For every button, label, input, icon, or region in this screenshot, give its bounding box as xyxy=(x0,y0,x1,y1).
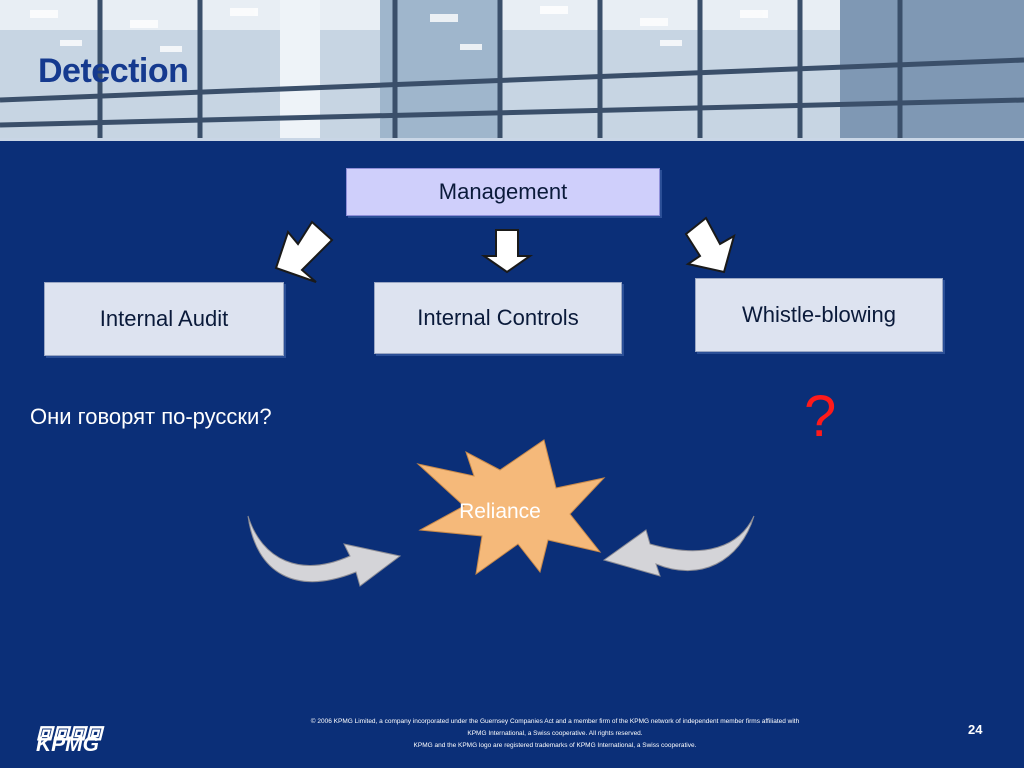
slide-title: Detection xyxy=(38,52,189,90)
left-curved-arrow-icon xyxy=(247,515,402,587)
reliance-label: Reliance xyxy=(459,500,541,523)
internal-audit-label: Internal Audit xyxy=(99,306,229,331)
internal-audit-box: Internal Audit xyxy=(44,282,284,356)
page-number: 24 xyxy=(968,722,983,737)
reliance-starburst-icon xyxy=(416,439,606,576)
kpmg-logo-boxes-icon: ⧈⧈⧈⧈ xyxy=(36,716,103,746)
whistle-blowing-label: Whistle-blowing xyxy=(741,302,897,327)
arrow-to-whistle-blowing xyxy=(684,216,736,274)
copyright-footer: © 2006 KPMG Limited, a company incorpora… xyxy=(290,716,820,752)
building-photo xyxy=(0,0,1024,140)
header-photo-banner xyxy=(0,0,1024,140)
footer-line-1: © 2006 KPMG Limited, a company incorpora… xyxy=(310,718,800,725)
russian-question-text: Они говорят по-русски? xyxy=(30,404,272,429)
right-curved-arrow-icon xyxy=(602,515,755,577)
internal-controls-box: Internal Controls xyxy=(374,282,622,354)
footer-line-3: KPMG and the KPMG logo are registered tr… xyxy=(413,742,697,749)
management-label: Management xyxy=(438,179,568,204)
internal-controls-label: Internal Controls xyxy=(417,305,579,330)
question-mark: ? xyxy=(804,384,837,449)
header-divider xyxy=(0,138,1024,141)
management-box: Management xyxy=(346,168,660,216)
arrow-to-internal-controls xyxy=(480,229,534,274)
arrow-to-internal-audit xyxy=(274,220,334,283)
whistle-blowing-box: Whistle-blowing xyxy=(695,278,943,352)
kpmg-logo-text: KPMG xyxy=(36,733,99,756)
footer-line-2: KPMG International, a Swiss cooperative.… xyxy=(467,730,643,737)
